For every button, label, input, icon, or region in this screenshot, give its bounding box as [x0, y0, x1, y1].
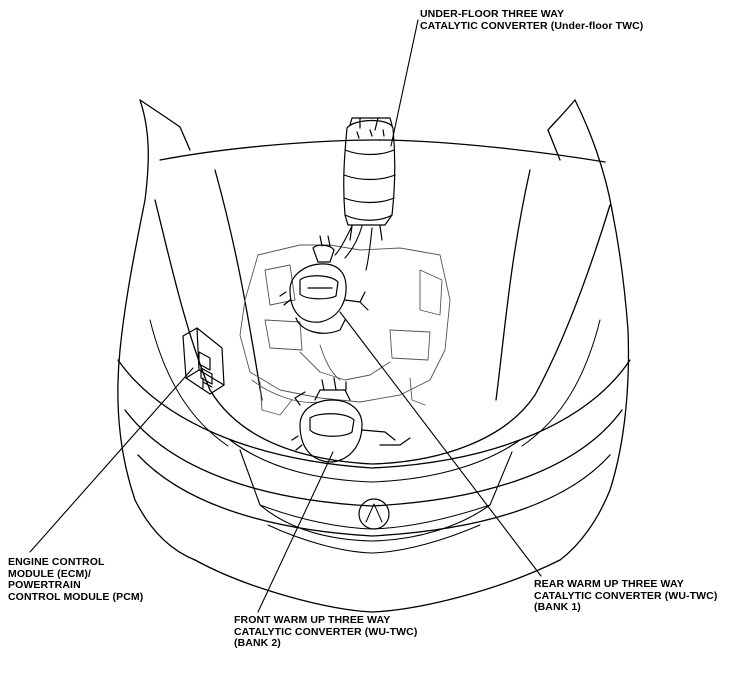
label-line: MODULE (ECM)/ — [8, 567, 91, 580]
engine-block — [239, 244, 451, 416]
label-underfloor-twc: UNDER-FLOOR THREE WAY CATALYTIC CONVERTE… — [420, 8, 644, 32]
label-ecm-pcm: ENGINE CONTROL MODULE (ECM)/ POWERTRAIN … — [8, 556, 144, 603]
rear-warm-up-catalytic-converter — [279, 235, 369, 334]
leader-front — [257, 451, 334, 613]
label-line: (BANK 1) — [534, 601, 581, 613]
leader-underfloor — [390, 19, 419, 147]
front-warm-up-catalytic-converter — [291, 377, 411, 463]
label-line: ENGINE CONTROL — [8, 556, 105, 568]
label-front-wu-twc: FRONT WARM UP THREE WAY CATALYTIC CONVER… — [234, 614, 418, 650]
label-line: POWERTRAIN — [8, 579, 81, 591]
underfloor-catalytic-converter — [343, 117, 396, 241]
leader-rear — [339, 311, 542, 577]
leader-ecm — [29, 367, 194, 553]
ecm-pcm-module — [182, 327, 225, 395]
label-line: FRONT WARM UP THREE WAY — [234, 614, 391, 626]
label-line: CATALYTIC CONVERTER (WU-TWC) — [234, 625, 418, 638]
label-rear-wu-twc: REAR WARM UP THREE WAY CATALYTIC CONVERT… — [534, 578, 718, 614]
label-line: CATALYTIC CONVERTER (WU-TWC) — [534, 589, 718, 602]
label-line: CONTROL MODULE (PCM) — [8, 590, 144, 603]
car-body-outline — [117, 99, 631, 613]
label-line: CATALYTIC CONVERTER (Under-floor TWC) — [420, 19, 644, 32]
leader-lines — [29, 19, 542, 613]
label-line: (BANK 2) — [234, 637, 281, 649]
label-line: REAR WARM UP THREE WAY — [534, 578, 684, 590]
exhaust-pipe — [334, 225, 373, 271]
label-line: UNDER-FLOOR THREE WAY — [420, 8, 565, 20]
